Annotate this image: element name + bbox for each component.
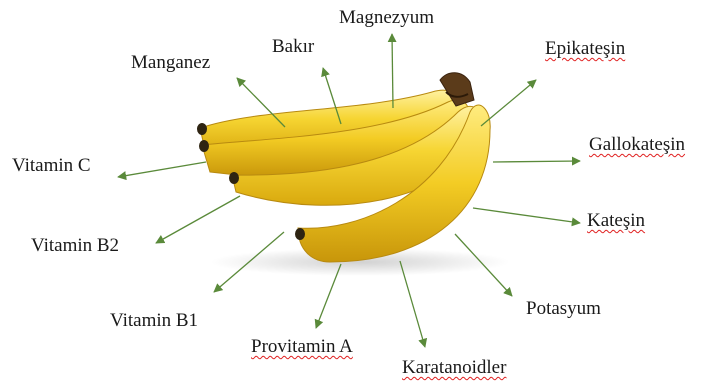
arrow-vitamin-b2 bbox=[156, 196, 240, 243]
arrow-vitamin-c bbox=[118, 162, 206, 177]
label-provitamin-a: Provitamin A bbox=[251, 337, 353, 356]
arrow-epikatesin bbox=[481, 80, 536, 126]
label-karatanoidler: Karatanoidler bbox=[402, 358, 506, 377]
arrow-gallokatesin bbox=[493, 161, 580, 162]
arrow-katesin bbox=[473, 208, 580, 223]
label-gallokatesin: Gallokateşin bbox=[589, 135, 685, 154]
label-bakir: Bakır bbox=[272, 37, 314, 56]
banana-bunch bbox=[197, 73, 510, 276]
arrow-magnezyum bbox=[392, 34, 393, 108]
label-epikatesin: Epikateşin bbox=[545, 39, 625, 58]
label-vitamin-b1: Vitamin B1 bbox=[110, 311, 198, 330]
label-katesin: Kateşin bbox=[587, 211, 645, 230]
label-vitamin-c: Vitamin C bbox=[12, 156, 91, 175]
label-vitamin-b2: Vitamin B2 bbox=[31, 236, 119, 255]
label-magnezyum: Magnezyum bbox=[339, 8, 434, 27]
label-potasyum: Potasyum bbox=[526, 299, 601, 318]
label-manganez: Manganez bbox=[131, 53, 210, 72]
